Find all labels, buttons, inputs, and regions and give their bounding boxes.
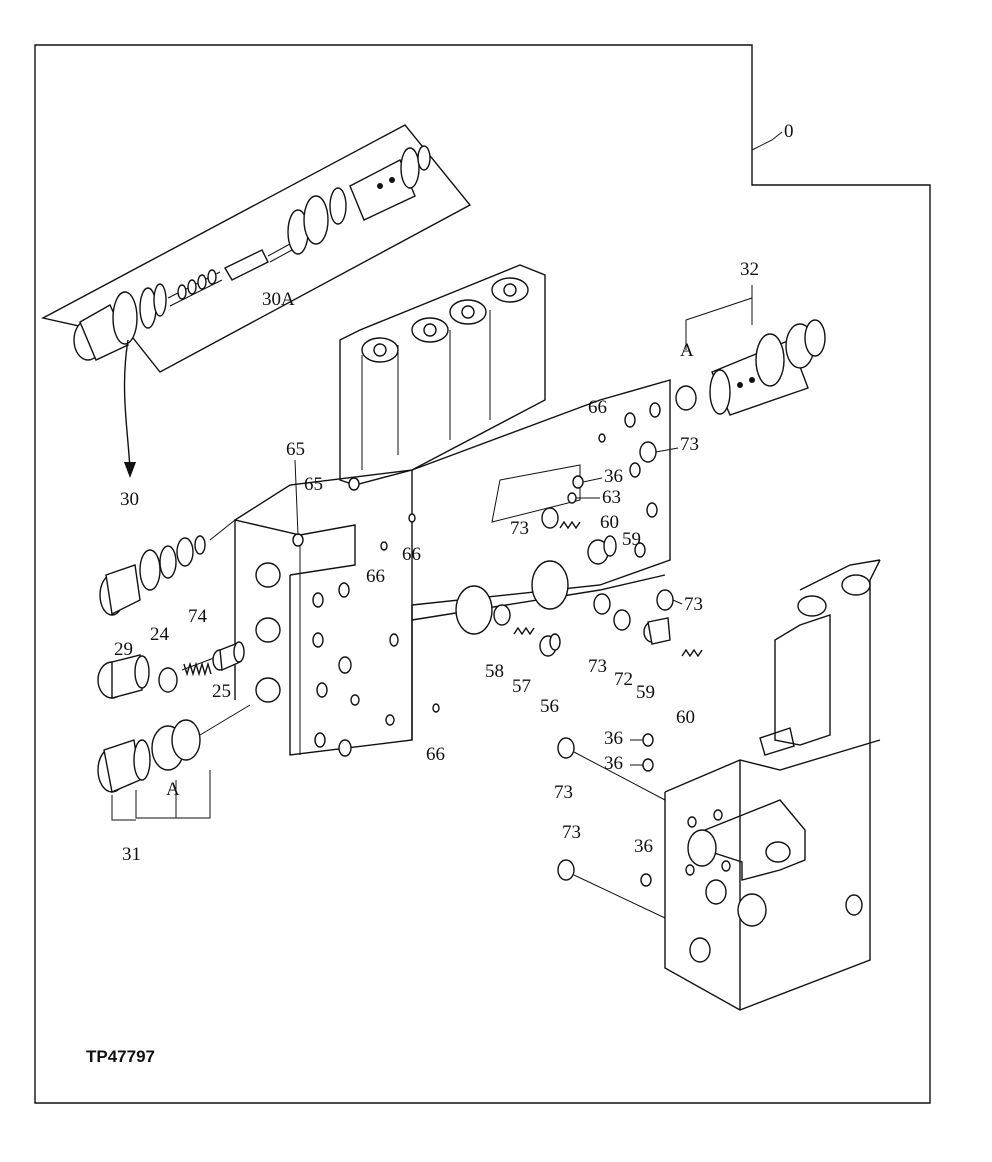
- leader-65a: [294, 459, 299, 536]
- oring-66-mid: [408, 513, 416, 523]
- callout-36-a: 36: [604, 466, 623, 487]
- callout-30a: 30A: [262, 289, 295, 310]
- part-57-spring: [513, 626, 535, 636]
- callout-25: 25: [212, 681, 231, 702]
- part-32-spool: [709, 319, 826, 416]
- leader-32: [685, 285, 753, 350]
- callout-32: 32: [740, 259, 759, 280]
- leader-31: [111, 795, 136, 821]
- part-72-plug: [613, 609, 631, 631]
- part-60-spring-b: [681, 648, 703, 658]
- callout-73-b: 73: [510, 518, 529, 539]
- figure-code: TP47797: [86, 1047, 155, 1066]
- oring-63: [567, 492, 577, 504]
- callout-66-mid: 66: [402, 544, 421, 565]
- inset-arrow: [123, 339, 131, 471]
- callout-36-c: 36: [604, 753, 623, 774]
- callout-31: 31: [122, 844, 141, 865]
- oring-36-a: [572, 475, 584, 489]
- oring-36-c: [642, 758, 654, 772]
- callout-60-a: 60: [600, 512, 619, 533]
- valve-body-secondary: [664, 559, 881, 1011]
- inset-arrowhead: [124, 462, 136, 478]
- leader-31-a: [135, 770, 211, 819]
- oring-73-c: [656, 589, 674, 611]
- callout-73-f: 73: [562, 822, 581, 843]
- part-30-relief-valve: [99, 535, 206, 616]
- oring-73-a: [639, 441, 657, 463]
- callout-73-c: 73: [684, 594, 703, 615]
- part-59-plug-b: [643, 617, 671, 645]
- oring-36-b: [642, 733, 654, 747]
- callout-24: 24: [150, 624, 170, 645]
- callout-57: 57: [512, 676, 531, 697]
- callout-66-left: 66: [366, 566, 385, 587]
- oring-73-f: [557, 859, 575, 881]
- callout-0: 0: [784, 121, 794, 142]
- oring-58: [493, 604, 511, 626]
- leader-73-c: [672, 599, 683, 605]
- leader-73-a: [655, 447, 679, 453]
- callout-58: 58: [485, 661, 504, 682]
- callout-65-a: 65: [286, 439, 305, 460]
- callout-a-top: A: [680, 340, 694, 361]
- oring-66-top: [598, 433, 606, 443]
- callout-30: 30: [120, 489, 139, 510]
- leader-0: [751, 131, 783, 151]
- valve-body-main: [234, 264, 671, 757]
- callout-65-b: 65: [304, 474, 323, 495]
- leader-73-f: [573, 874, 666, 919]
- callout-60-b: 60: [676, 707, 695, 728]
- part-56-plug: [539, 633, 561, 657]
- oring-66-bottom: [432, 703, 440, 713]
- part-60-spring-a: [559, 520, 581, 530]
- callout-66-top: 66: [588, 397, 607, 418]
- oring-73-d: [593, 593, 611, 615]
- part-29-plug: [97, 654, 150, 699]
- leader-73-e: [573, 751, 666, 801]
- inset-30a: [41, 124, 472, 373]
- leader-30: [209, 519, 236, 541]
- callout-72: 72: [614, 669, 633, 690]
- callout-73-d: 73: [588, 656, 607, 677]
- callout-36-d: 36: [634, 836, 653, 857]
- oring-36-d: [640, 873, 652, 887]
- callout-56: 56: [540, 696, 559, 717]
- callout-29: 29: [114, 639, 133, 660]
- part-a-oring-top: [675, 385, 697, 411]
- part-25-poppet: [212, 641, 245, 672]
- part-65-plug: [292, 477, 360, 547]
- oring-66-left: [380, 541, 388, 551]
- callout-63: 63: [602, 487, 621, 508]
- oring-73-e: [557, 737, 575, 759]
- callout-36-b: 36: [604, 728, 623, 749]
- leader-31-body: [199, 704, 251, 736]
- part-59-plug-a: [587, 535, 617, 565]
- callout-73-e: 73: [554, 782, 573, 803]
- callout-59-a: 59: [622, 529, 641, 550]
- callout-a-bottom: A: [166, 779, 180, 800]
- callout-73-a: 73: [680, 434, 699, 455]
- oring-73-b: [541, 507, 559, 529]
- part-74-spring: [181, 657, 215, 677]
- leader-36-a: [582, 477, 603, 483]
- callout-59-b: 59: [636, 682, 655, 703]
- callout-74: 74: [188, 606, 208, 627]
- part-24-oring: [158, 667, 178, 693]
- diagram-frame: [34, 44, 931, 1104]
- callout-66-bottom: 66: [426, 744, 445, 765]
- part-31-relief-valve: [97, 719, 201, 793]
